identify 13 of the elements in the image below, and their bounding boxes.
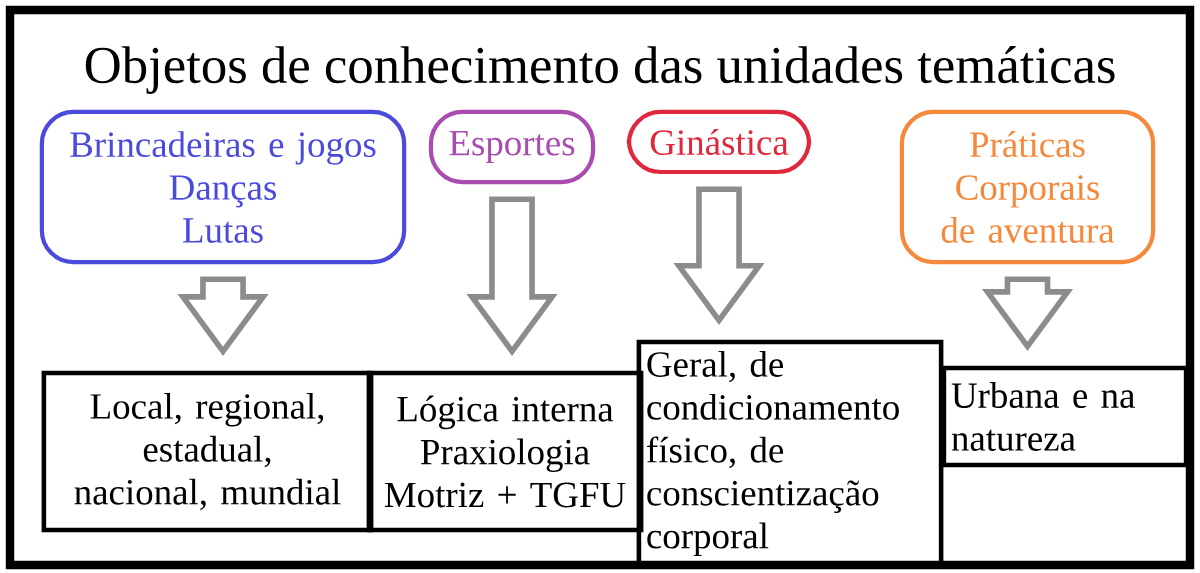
rounded-box: Ginástica xyxy=(626,109,812,175)
text-box: Urbana e na natureza xyxy=(941,365,1189,468)
text-box: Geral, de condicionamento físico, de conscientização corporal xyxy=(636,339,944,568)
block-arrow xyxy=(466,196,558,357)
rounded-box: Esportes xyxy=(428,109,596,185)
text-box: Lógica interna Praxiologia Motriz + TGFU xyxy=(366,370,644,533)
block-arrow xyxy=(981,276,1074,352)
rounded-box: Brincadeiras e jogos Danças Lutas xyxy=(39,109,407,265)
title: Objetos de conhecimento das unidades temáticas xyxy=(85,46,1115,94)
rounded-box: Práticas Corporais de aventura xyxy=(899,109,1156,265)
block-arrow xyxy=(673,186,765,326)
block-arrow xyxy=(177,276,269,357)
text-box: Local, regional, estadual, nacional, mundial xyxy=(41,370,374,533)
